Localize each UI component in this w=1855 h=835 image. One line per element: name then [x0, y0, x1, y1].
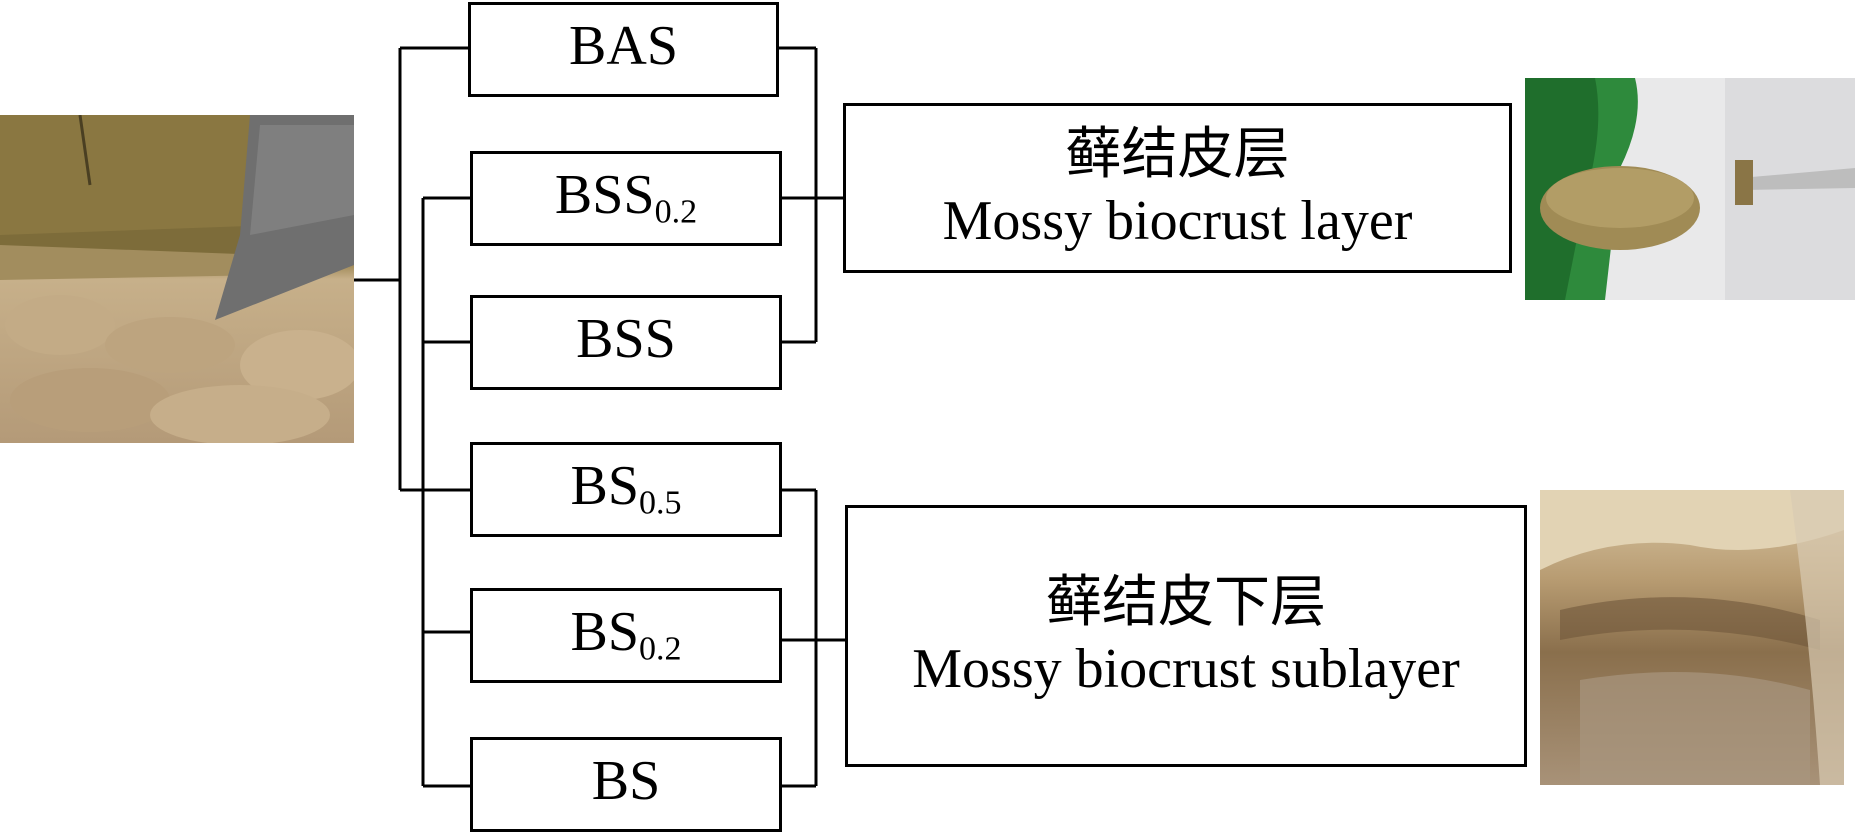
- sample-box-bss-0-2: BSS0.2: [470, 151, 782, 246]
- sample-label: BSS: [576, 308, 676, 371]
- sample-label: BAS: [569, 15, 678, 78]
- soil-pit-photo: [1540, 490, 1844, 785]
- sample-box-bss: BSS: [470, 295, 782, 390]
- layer-title-zh: 藓结皮下层: [1046, 571, 1326, 634]
- layer-title-en: Mossy biocrust layer: [942, 190, 1413, 252]
- sample-label: BS0.5: [570, 455, 682, 522]
- sample-box-bas: BAS: [468, 2, 779, 97]
- sample-label: BS: [591, 750, 661, 813]
- layer-box-sublayer: 藓结皮下层 Mossy biocrust sublayer: [845, 505, 1527, 767]
- sample-label: BS0.2: [570, 601, 682, 668]
- layer-box-crust: 藓结皮层 Mossy biocrust layer: [843, 103, 1512, 273]
- sample-box-bs-0-5: BS0.5: [470, 442, 782, 537]
- layer-title-zh: 藓结皮层: [1065, 123, 1290, 186]
- field-soil-photo: [0, 115, 354, 443]
- sample-label: BSS0.2: [554, 164, 698, 231]
- sample-box-bs-0-2: BS0.2: [470, 588, 782, 683]
- sample-box-bs: BS: [470, 737, 782, 832]
- crust-sample-photo: [1525, 78, 1855, 300]
- layer-title-en: Mossy biocrust sublayer: [912, 638, 1460, 700]
